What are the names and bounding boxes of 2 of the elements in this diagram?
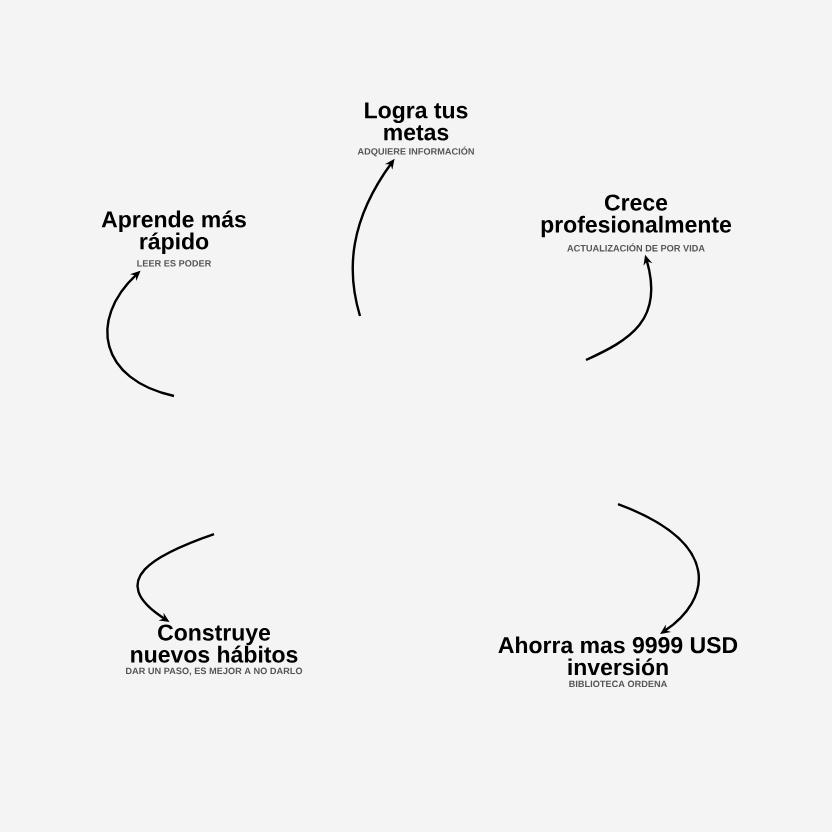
curved-arrow (617, 502, 700, 634)
curved-arrow (136, 532, 215, 622)
